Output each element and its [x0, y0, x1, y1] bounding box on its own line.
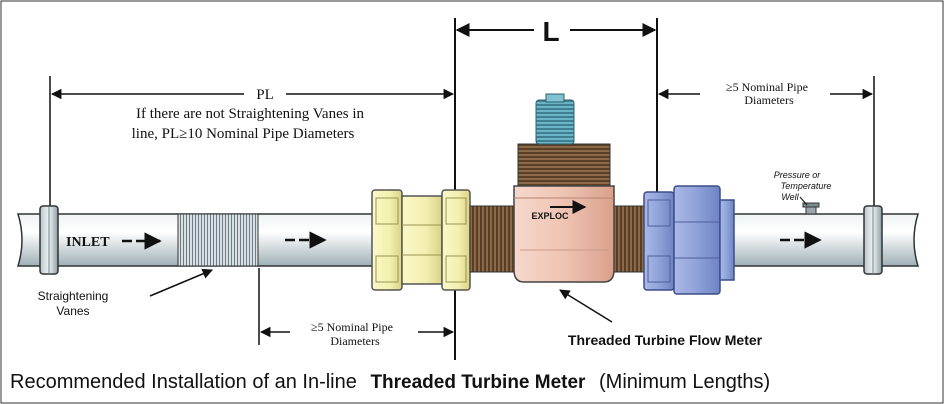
straightening-vanes-line2: Vanes [56, 304, 89, 318]
inlet-pipe [16, 213, 386, 267]
downstream-note-line2: Diameters [744, 93, 794, 107]
turbine-meter-body: EXPLOC [513, 143, 615, 283]
upstream-note-line1: ≥5 Nominal Pipe [311, 320, 393, 334]
outlet-pipe [727, 213, 920, 267]
dimension-L: L [454, 16, 658, 360]
meter-pickup-threads [517, 143, 611, 187]
downstream-note-line1: ≥5 Nominal Pipe [726, 80, 808, 94]
caption-part2: Threaded Turbine Meter [370, 372, 586, 393]
dimension-PL-label: PL [256, 87, 274, 103]
pressure-temperature-well: Pressure or Temperature Well [774, 170, 832, 215]
pressure-well-line3: Well [781, 192, 799, 202]
straightening-vanes-callout: Straightening Vanes [38, 268, 213, 318]
pressure-well-line1: Pressure or [774, 170, 822, 180]
straightening-vanes-line1: Straightening [38, 289, 109, 303]
dimension-L-label: L [542, 16, 559, 47]
pl-note-line1: If there are not Straightening Vanes in [136, 106, 364, 122]
meter-label: Threaded Turbine Flow Meter [568, 332, 763, 348]
dimension-upstream-vanes: ≥5 Nominal Pipe Diameters [258, 268, 455, 348]
pl-note-line2: line, PL≥10 Nominal Pipe Diameters [132, 126, 355, 142]
caption-part3: (Minimum Lengths) [599, 371, 770, 393]
left-union [371, 189, 471, 291]
caption: Recommended Installation of an In-line T… [10, 371, 770, 393]
caption-part1: Recommended Installation of an In-line [10, 371, 357, 393]
meter-brand: EXPLOC [531, 211, 569, 221]
right-union [643, 185, 735, 295]
right-thread [611, 205, 647, 273]
meter-callout: Threaded Turbine Flow Meter [559, 289, 763, 348]
upstream-note-line2: Diameters [330, 334, 380, 348]
left-thread [469, 205, 515, 273]
inlet-label: INLET [66, 235, 110, 250]
dimension-PL: PL If there are not Straightening Vanes … [49, 76, 455, 215]
meter-connector [535, 93, 575, 145]
straightening-vanes-section [177, 213, 259, 267]
dimension-downstream: ≥5 Nominal Pipe Diameters [657, 76, 875, 215]
pressure-well-line2: Temperature [781, 181, 832, 191]
